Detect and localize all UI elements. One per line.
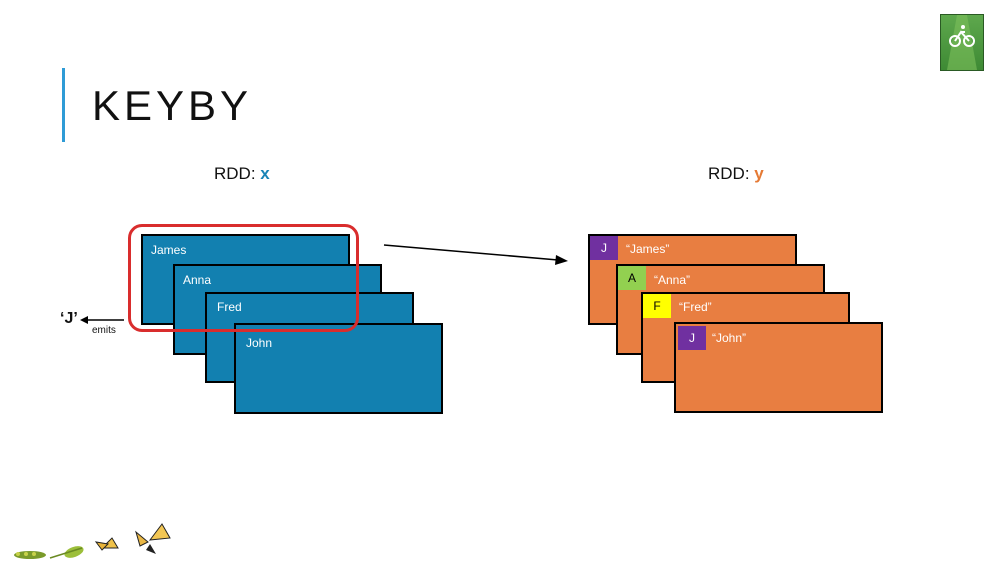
value-label: “James” xyxy=(626,242,670,256)
value-label: “Anna” xyxy=(654,273,691,287)
emits-label: emits xyxy=(92,325,116,336)
rdd-y-label: RDD: y xyxy=(708,164,764,184)
highlight-box xyxy=(128,224,359,332)
value-label: “Fred” xyxy=(679,300,712,314)
rdd-x-item-label: Fred xyxy=(217,300,242,314)
rdd-y-prefix: RDD: xyxy=(708,164,755,183)
butterfly-lifecycle-icon xyxy=(10,518,175,563)
bike-lane-icon xyxy=(940,14,984,71)
rdd-x-partition-4: John xyxy=(234,323,443,414)
rdd-y-partition-4: J “John” xyxy=(674,322,883,413)
rdd-x-prefix: RDD: xyxy=(214,164,261,183)
key-badge: J xyxy=(678,326,706,350)
rdd-y-var: y xyxy=(754,164,764,183)
emitted-key: ‘J’ xyxy=(60,310,78,327)
value-label: “John” xyxy=(712,331,747,345)
rdd-x-item-label: John xyxy=(246,336,273,350)
key-badge: F xyxy=(643,294,671,318)
transform-arrow xyxy=(383,244,568,265)
emit-arrow xyxy=(80,316,124,324)
rdd-x-var: x xyxy=(260,164,270,183)
rdd-x-item-label: Anna xyxy=(183,273,212,287)
rdd-x-item-label: James xyxy=(151,243,187,257)
rdd-x-label: RDD: x xyxy=(214,164,270,184)
slide-title: KEYBY xyxy=(92,82,253,129)
key-badge: A xyxy=(618,266,646,290)
title-accent-bar xyxy=(62,68,65,142)
key-badge: J xyxy=(590,236,618,260)
